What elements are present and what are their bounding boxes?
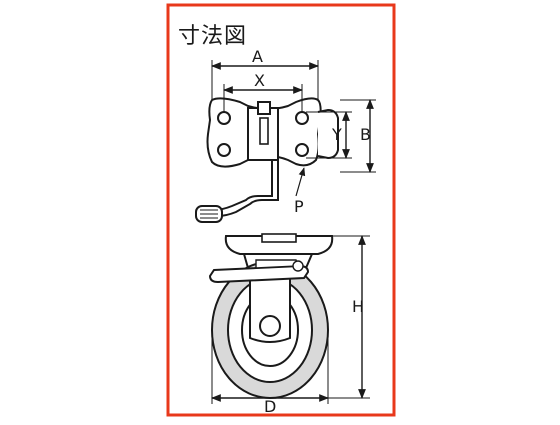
label-D: D <box>264 397 276 416</box>
kingpin-nut <box>257 101 271 115</box>
side-view <box>208 233 334 399</box>
page-title: 寸法図 <box>178 24 248 49</box>
dimension-B: B <box>340 99 376 173</box>
frame-border <box>166 3 396 417</box>
label-B: B <box>360 125 371 144</box>
dimension-D: D <box>211 330 329 416</box>
dimension-P: P <box>294 167 306 216</box>
brake-lever-arm <box>213 160 273 211</box>
axle-hub <box>259 315 281 337</box>
dimension-X: X <box>223 71 303 112</box>
dimension-A: A <box>211 47 319 100</box>
label-X: X <box>254 71 265 90</box>
bolt-hole <box>217 111 231 125</box>
label-Y: Y <box>331 125 342 144</box>
dimension-H: H <box>326 235 370 399</box>
dimension-Y: Y <box>306 111 352 159</box>
label-P: P <box>294 197 304 216</box>
bolt-hole <box>295 111 309 125</box>
top-plate <box>224 235 334 255</box>
bolt-hole <box>295 143 309 157</box>
bolt-hole <box>217 143 231 157</box>
label-A: A <box>252 47 263 66</box>
top-view <box>195 97 339 223</box>
label-H: H <box>352 297 364 316</box>
